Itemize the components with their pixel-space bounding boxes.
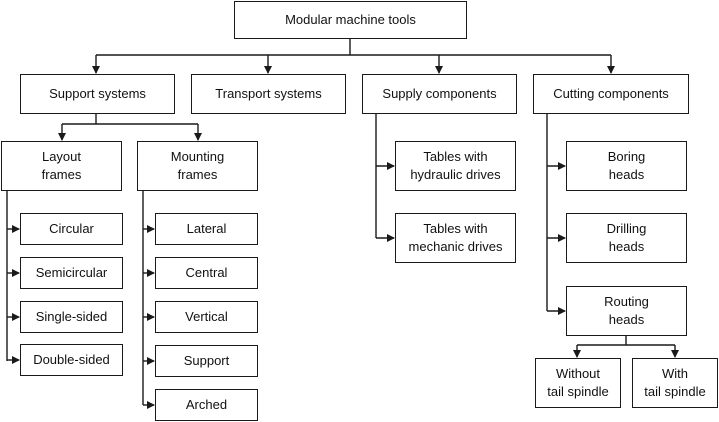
routing-sub-label: With tail spindle bbox=[644, 366, 706, 399]
layout-frames-node: Layout frames bbox=[1, 141, 122, 191]
supply-item-mechanic-tables: Tables with mechanic drives bbox=[395, 213, 516, 263]
cutting-components-node: Cutting components bbox=[533, 74, 689, 114]
mounting-item-label: Arched bbox=[185, 397, 228, 412]
cutting-item-label: Drilling heads bbox=[606, 221, 647, 254]
mounting-item-label: Lateral bbox=[186, 221, 227, 236]
routing-sub-label: Without tail spindle bbox=[547, 366, 609, 399]
cutting-item-label: Routing heads bbox=[604, 294, 649, 327]
mounting-item-arched: Arched bbox=[155, 389, 258, 421]
root-label: Modular machine tools bbox=[285, 12, 416, 27]
supply-item-label: Tables with mechanic drives bbox=[408, 221, 503, 254]
supply-item-label: Tables with hydraulic drives bbox=[410, 149, 501, 182]
routing-sub-with-tail-spindle: With tail spindle bbox=[632, 358, 718, 408]
mounting-frames-node: Mounting frames bbox=[137, 141, 258, 191]
supply-item-hydraulic-tables: Tables with hydraulic drives bbox=[395, 141, 516, 191]
support-systems-label: Support systems bbox=[49, 86, 146, 101]
cutting-components-label: Cutting components bbox=[553, 86, 669, 101]
layout-item-double-sided: Double-sided bbox=[20, 344, 123, 376]
root-node: Modular machine tools bbox=[234, 1, 467, 39]
layout-item-label: Semicircular bbox=[35, 265, 108, 280]
cutting-item-routing-heads: Routing heads bbox=[566, 286, 687, 336]
supply-components-node: Supply components bbox=[362, 74, 517, 114]
layout-item-single-sided: Single-sided bbox=[20, 301, 123, 333]
routing-sub-without-tail-spindle: Without tail spindle bbox=[535, 358, 621, 408]
mounting-frames-label: Mounting frames bbox=[170, 149, 225, 182]
mounting-item-lateral: Lateral bbox=[155, 213, 258, 245]
mounting-item-label: Support bbox=[183, 353, 230, 368]
mounting-item-label: Central bbox=[185, 265, 228, 280]
cutting-item-drilling-heads: Drilling heads bbox=[566, 213, 687, 263]
layout-item-semicircular: Semicircular bbox=[20, 257, 123, 289]
support-systems-node: Support systems bbox=[20, 74, 175, 114]
cutting-item-boring-heads: Boring heads bbox=[566, 141, 687, 191]
transport-systems-label: Transport systems bbox=[215, 86, 322, 101]
layout-item-circular: Circular bbox=[20, 213, 123, 245]
cutting-item-label: Boring heads bbox=[607, 149, 646, 182]
layout-item-label: Single-sided bbox=[35, 309, 108, 324]
transport-systems-node: Transport systems bbox=[191, 74, 346, 114]
mounting-item-support: Support bbox=[155, 345, 258, 377]
mounting-item-vertical: Vertical bbox=[155, 301, 258, 333]
mounting-item-label: Vertical bbox=[185, 309, 228, 324]
layout-item-label: Circular bbox=[49, 221, 94, 236]
layout-item-label: Double-sided bbox=[33, 352, 110, 367]
layout-frames-label: Layout frames bbox=[41, 149, 82, 182]
mounting-item-central: Central bbox=[155, 257, 258, 289]
supply-components-label: Supply components bbox=[382, 86, 497, 101]
